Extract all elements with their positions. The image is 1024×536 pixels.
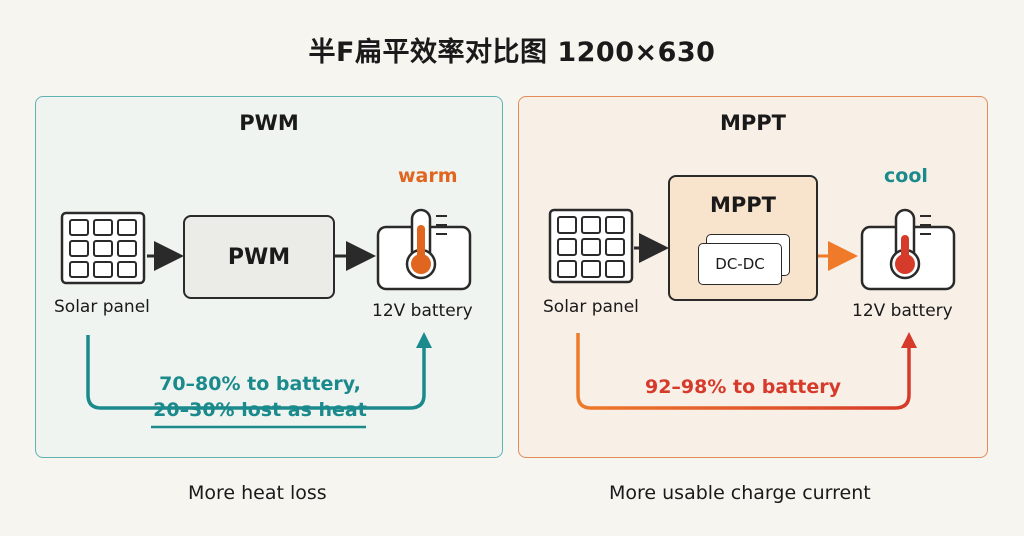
mppt-solar-panel-label: Solar panel [543,297,639,317]
mppt-controller-label: MPPT [709,193,776,217]
pwm-footer: More heat loss [188,482,327,504]
mppt-footer: More usable charge current [609,482,871,504]
pwm-solar-panel-label: Solar panel [54,297,150,317]
pwm-loss-flow [86,335,426,410]
mppt-efficiency-text: 92–98% to battery [644,376,841,398]
mppt-efficiency-flow-arrowhead [901,332,917,348]
pwm-controller-label: PWM [227,244,291,270]
mppt-controller-box: MPPT DC-DC [668,175,818,301]
pwm-battery-label: 12V battery [372,301,473,321]
pwm-loss-flow-arrowhead [416,332,432,348]
mppt-panel-title: MPPT [719,111,786,135]
mppt-temperature-label: cool [884,165,928,187]
mppt-efficiency-flow [576,333,911,410]
pwm-temperature-label: warm [398,165,458,187]
pwm-controller-box: PWM [183,215,335,299]
dc-dc-label: DC-DC [715,255,765,273]
pwm-loss-text-line2: 20–30% lost as heat [153,399,367,421]
mppt-battery-label: 12V battery [852,301,953,321]
pwm-loss-text-line1: 70–80% to battery, [159,373,361,395]
pwm-thermometer-icon [405,208,447,280]
pwm-panel-title: PWM [239,111,299,135]
mppt-thermometer-icon [889,208,931,280]
pwm-solar-panel-icon [60,211,146,285]
page-title: 半F扁平效率对比图 1200×630 [308,37,716,68]
dc-dc-converter-card: DC-DC [698,243,782,285]
mppt-solar-panel-icon [548,208,634,284]
